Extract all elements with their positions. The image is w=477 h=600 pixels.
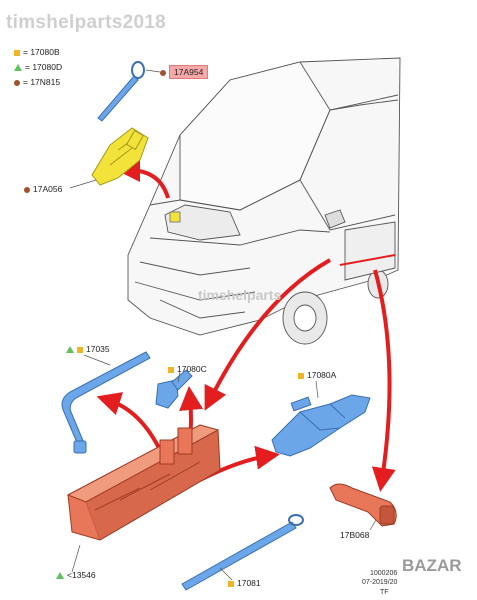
square-icon — [298, 372, 304, 379]
footer-date: 07-2019/20 — [362, 579, 398, 586]
arrow-to-handle — [371, 269, 396, 492]
label-17081: 17081 — [228, 578, 261, 588]
square-icon — [168, 366, 174, 373]
label-17080a: 17080A — [298, 370, 336, 380]
footer-code: 1000206 — [370, 570, 398, 577]
label-17080c: 17080C — [168, 364, 207, 374]
square-icon — [14, 49, 20, 56]
arrow-to-wrench — [96, 392, 162, 451]
dot-icon — [24, 186, 30, 193]
triangle-icon — [14, 64, 22, 72]
dot-icon — [14, 79, 20, 86]
leader-lines — [69, 69, 377, 581]
label-17b068: 17B068 — [340, 530, 370, 540]
label-17a056: 17A056 — [24, 184, 62, 194]
watermark-center: timshelparts — [198, 287, 282, 303]
legend-item-square: = 17080B — [14, 47, 60, 57]
extension-bar-part — [181, 514, 304, 591]
dot-icon — [160, 69, 166, 76]
label-13546: <13546 — [56, 570, 96, 580]
watermark-top: timshelparts2018 — [6, 12, 167, 33]
triangle-icon — [56, 572, 64, 580]
footer-tag: TF — [380, 589, 389, 596]
label-17a954: 17A954 — [160, 65, 209, 79]
foam-tray-part — [66, 424, 221, 541]
scissor-jack-part — [271, 394, 371, 457]
jack-handle-part — [329, 483, 397, 527]
legend-item-dot: = 17N815 — [14, 77, 60, 87]
square-icon — [77, 346, 83, 353]
tow-hook-part — [97, 61, 145, 122]
triangle-icon — [66, 346, 74, 354]
square-icon — [228, 580, 234, 587]
arrow-to-foam-tray — [204, 258, 331, 411]
watermark-corner: BAZAR — [402, 556, 462, 575]
legend-item-triangle: = 17080D — [14, 62, 62, 72]
arrow-to-jack-kit — [116, 158, 170, 199]
jack-handle-kit — [91, 127, 149, 186]
wheel-wrench-part — [61, 351, 151, 454]
van-illustration — [127, 57, 401, 345]
label-17035: 17035 — [66, 344, 110, 354]
adapter-part — [155, 369, 193, 409]
